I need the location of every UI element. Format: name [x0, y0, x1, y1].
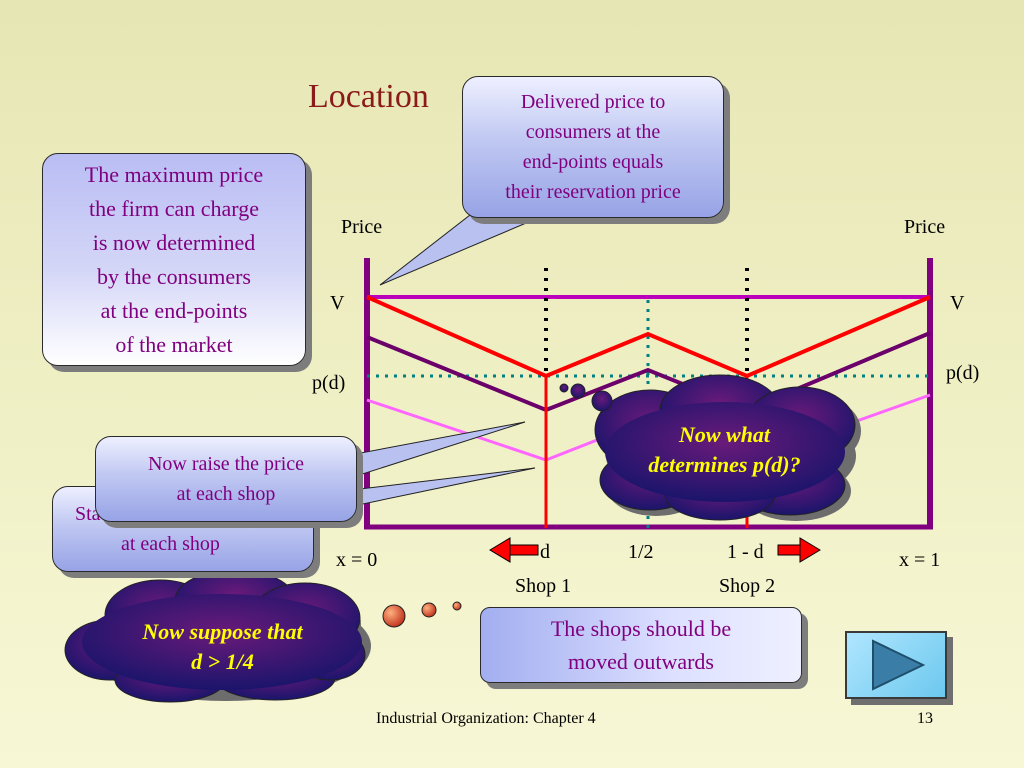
purple-price-line	[366, 331, 931, 413]
footer-page-number: 13	[917, 710, 933, 727]
raise-line-2: at each shop	[176, 483, 276, 505]
raise-callout-tail	[349, 421, 526, 479]
arrow-left-icon	[489, 537, 539, 563]
cloud-suppose-text: Now suppose that d > 1/4	[100, 617, 345, 677]
delivered-line-4: their reservation price	[505, 181, 681, 203]
shop1-label: Shop 1	[515, 575, 572, 597]
slide-title: Location	[308, 78, 429, 115]
start-line-1: Sta	[75, 503, 101, 525]
price-label-left: Price	[341, 216, 383, 238]
pd-label-left: p(d)	[312, 372, 346, 394]
v-label-right: V	[950, 292, 965, 314]
x1-label: x = 1	[899, 549, 941, 571]
delivered-line-2: consumers at the	[525, 121, 661, 143]
raise-line-1: Now raise the price	[147, 453, 305, 475]
delivered-line-1: Delivered price to	[520, 91, 666, 113]
maximum-line-3: is now determined	[92, 229, 256, 255]
footer-course: Industrial Organization: Chapter 4	[376, 710, 596, 727]
maximum-price-callout: The maximum price the firm can charge is…	[42, 153, 306, 366]
cloud-what-text: Now what determines p(d)?	[612, 420, 837, 480]
cloud-what-line-2: determines p(d)?	[648, 452, 801, 477]
one-minus-d-label: 1 - d	[727, 541, 764, 563]
maximum-line-1: The maximum price	[84, 161, 264, 187]
cloud-suppose-line-1: Now suppose that	[142, 619, 303, 644]
delivered-line-3: end-points equals	[522, 151, 664, 173]
next-slide-button[interactable]	[845, 631, 947, 699]
red-price-line	[366, 295, 931, 379]
thought-cloud-what-icon	[559, 374, 861, 521]
arrow-right-icon	[777, 537, 821, 563]
start-line-2: at each shop	[121, 533, 220, 555]
price-label-right: Price	[904, 216, 946, 238]
moved-line-2: moved outwards	[567, 649, 714, 674]
thought-cloud-suppose-icon	[64, 569, 462, 703]
pd-label-right: p(d)	[946, 362, 980, 384]
cloud-suppose-line-2: d > 1/4	[191, 649, 254, 674]
half-label: 1/2	[628, 541, 654, 563]
v-label-left: V	[330, 292, 345, 314]
cloud-what-line-1: Now what	[678, 422, 771, 447]
shop2-label: Shop 2	[719, 575, 776, 597]
moved-line-1: The shops should be	[550, 616, 732, 641]
maximum-line-2: the firm can charge	[88, 195, 259, 221]
delivered-callout-tail	[379, 214, 546, 286]
x0-label: x = 0	[336, 549, 378, 571]
play-triangle-icon	[872, 639, 926, 691]
maximum-line-4: by the consumers	[97, 263, 251, 289]
maximum-line-5: at the end-points	[100, 297, 248, 323]
maximum-line-6: of the market	[115, 331, 233, 357]
d-label: d	[540, 541, 550, 563]
delivered-price-callout: Delivered price to consumers at the end-…	[462, 76, 724, 218]
moved-outwards-callout: The shops should be moved outwards	[480, 607, 802, 683]
raise-price-callout: Now raise the price at each shop	[95, 436, 357, 522]
